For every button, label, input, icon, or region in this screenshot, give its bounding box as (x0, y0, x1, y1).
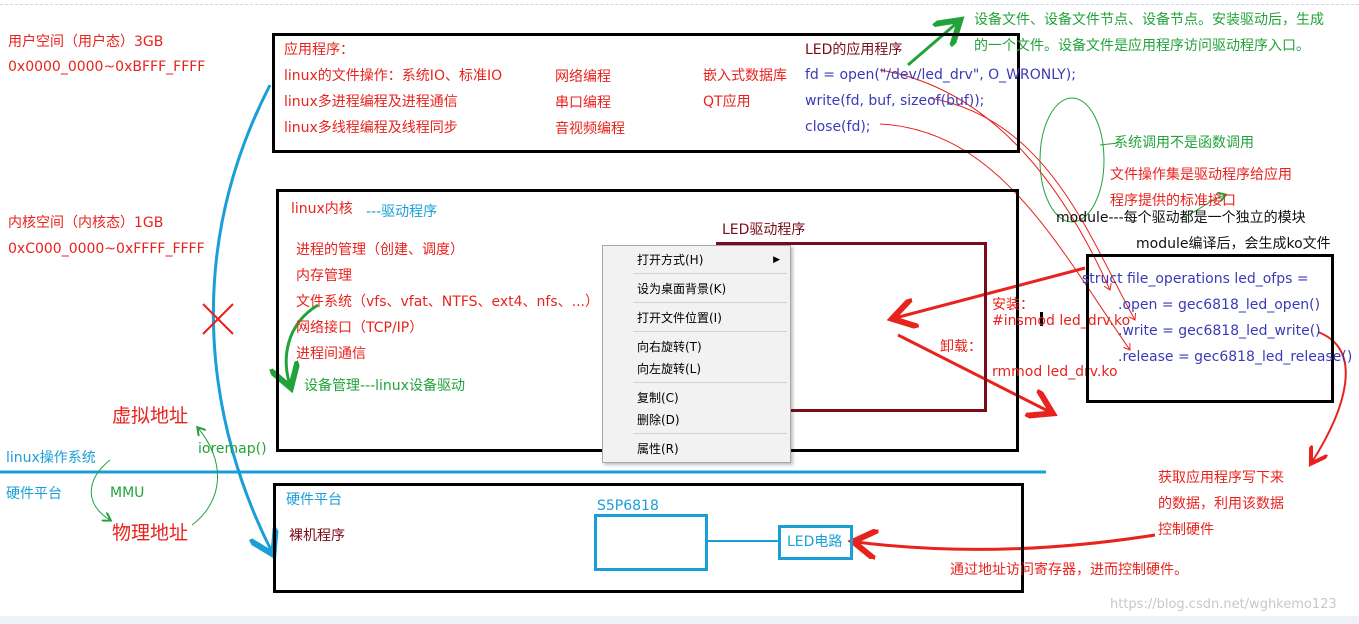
syscall-note: 系统调用不是函数调用 (1114, 135, 1254, 151)
app-item: 网络编程 (555, 69, 611, 85)
file-operations-box (1086, 254, 1334, 403)
watermark: https://blog.csdn.net/wghkemo123 (1110, 597, 1337, 612)
device-file-note: 设备文件、设备文件节点、设备节点。安装驱动后，生成 (974, 12, 1324, 28)
soc-box (594, 514, 708, 571)
code-line-write: write(fd, buf, sizeof(buf)); (805, 93, 985, 109)
app-item: linux的文件操作：系统IO、标准IO (284, 68, 503, 84)
mmu-label: MMU (110, 485, 145, 501)
virtual-address-label: 虚拟地址 (112, 405, 189, 427)
app-item: 串口编程 (555, 95, 611, 111)
kernel-item: 进程的管理（创建、调度） (296, 242, 464, 258)
menu-item-delete[interactable]: 删除(D) (637, 413, 680, 427)
kernel-space-label: 内核空间（内核态）1GB (8, 215, 164, 231)
fops-note: 文件操作集是驱动程序给应用 (1110, 167, 1292, 183)
menu-separator (633, 331, 787, 332)
app-title: 应用程序： (284, 42, 354, 58)
fops-code-line: .write = gec6818_led_write() (1118, 323, 1321, 339)
app-item: 音视频编程 (555, 121, 625, 137)
menu-item-rotate-left[interactable]: 向左旋转(L) (637, 362, 702, 376)
bottom-bar (0, 616, 1359, 624)
menu-separator (633, 302, 787, 303)
app-item: linux多线程编程及线程同步 (284, 120, 458, 136)
context-menu: 打开方式(H) ▶ 设为桌面背景(K) 打开文件位置(I) 向右旋转(T) 向左… (602, 245, 791, 463)
get-data-note: 获取应用程序写下来 (1158, 470, 1284, 486)
driver-tag: ---驱动程序 (366, 204, 438, 220)
user-space-label: 用户空间（用户态）3GB (8, 34, 164, 50)
menu-item-rotate-right[interactable]: 向右旋转(T) (637, 340, 702, 354)
get-data-note: 的数据，利用该数据 (1158, 496, 1284, 512)
physical-address-label: 物理地址 (112, 522, 189, 544)
uninstall-label: 卸载： (940, 339, 982, 355)
top-dashed-line (0, 4, 1359, 5)
fops-code-line: struct file_operations led_ofps = (1082, 271, 1309, 287)
menu-item-label: 打开方式(H) (637, 253, 704, 267)
submenu-arrow-icon: ▶ (773, 255, 780, 265)
fops-code-line: .release = gec6818_led_release() (1118, 349, 1353, 365)
application-box (272, 33, 1020, 153)
install-command: #insmod led_drv.ko (992, 313, 1131, 329)
menu-item-open-with[interactable]: 打开方式(H) ▶ (603, 250, 790, 270)
led-circuit-label: LED电路 (787, 534, 843, 550)
module-note: module编译后，会生成ko文件 (1136, 236, 1331, 252)
led-app-title: LED的应用程序 (805, 42, 903, 58)
menu-separator (633, 433, 787, 434)
kernel-item: 进程间通信 (296, 346, 366, 362)
device-file-note: 的一个文件。设备文件是应用程序访问驱动程序入口。 (974, 38, 1310, 54)
user-space-range: 0x0000_0000~0xBFFF_FFFF (8, 59, 206, 75)
menu-item-set-wallpaper[interactable]: 设为桌面背景(K) (637, 282, 727, 296)
linux-os-label: linux操作系统 (6, 450, 96, 466)
app-item: 嵌入式数据库 (703, 68, 787, 84)
install-label: 安装： (992, 297, 1034, 313)
led-circuit-box (778, 525, 853, 560)
fops-note: 程序提供的标准接口 (1110, 193, 1236, 209)
ioremap-label: ioremap() (198, 441, 267, 457)
menu-separator (633, 382, 787, 383)
menu-item-copy[interactable]: 复制(C) (637, 391, 679, 405)
code-line-close: close(fd); (805, 119, 871, 135)
module-note: module---每个驱动都是一个独立的模块 (1056, 210, 1306, 226)
app-item: linux多进程编程及进程通信 (284, 94, 458, 110)
menu-item-properties[interactable]: 属性(R) (637, 442, 679, 456)
led-driver-title: LED驱动程序 (722, 222, 806, 238)
device-management-label: 设备管理---linux设备驱动 (304, 378, 465, 394)
get-data-note: 控制硬件 (1158, 522, 1214, 538)
bare-metal-label: 裸机程序 (289, 528, 345, 544)
kernel-item: 网络接口（TCP/IP） (296, 320, 424, 336)
fops-code-line: .open = gec6818_led_open() (1118, 297, 1321, 313)
kernel-item: 内存管理 (296, 268, 352, 284)
menu-separator (633, 273, 787, 274)
hardware-box (273, 483, 1024, 593)
app-item: QT应用 (703, 94, 751, 110)
register-note: 通过地址访问寄存器，进而控制硬件。 (950, 562, 1188, 578)
kernel-item: 文件系统（vfs、vfat、NTFS、ext4、nfs、...） (296, 294, 600, 310)
hardware-platform-label: 硬件平台 (6, 486, 62, 502)
menu-item-open-location[interactable]: 打开文件位置(I) (637, 311, 722, 325)
code-line-open: fd = open("/dev/led_drv", O_WRONLY); (805, 67, 1076, 83)
soc-label: S5P6818 (597, 498, 659, 514)
kernel-title: linux内核 (291, 201, 353, 217)
hw-title: 硬件平台 (286, 492, 342, 508)
kernel-space-range: 0xC000_0000~0xFFFF_FFFF (8, 241, 205, 257)
